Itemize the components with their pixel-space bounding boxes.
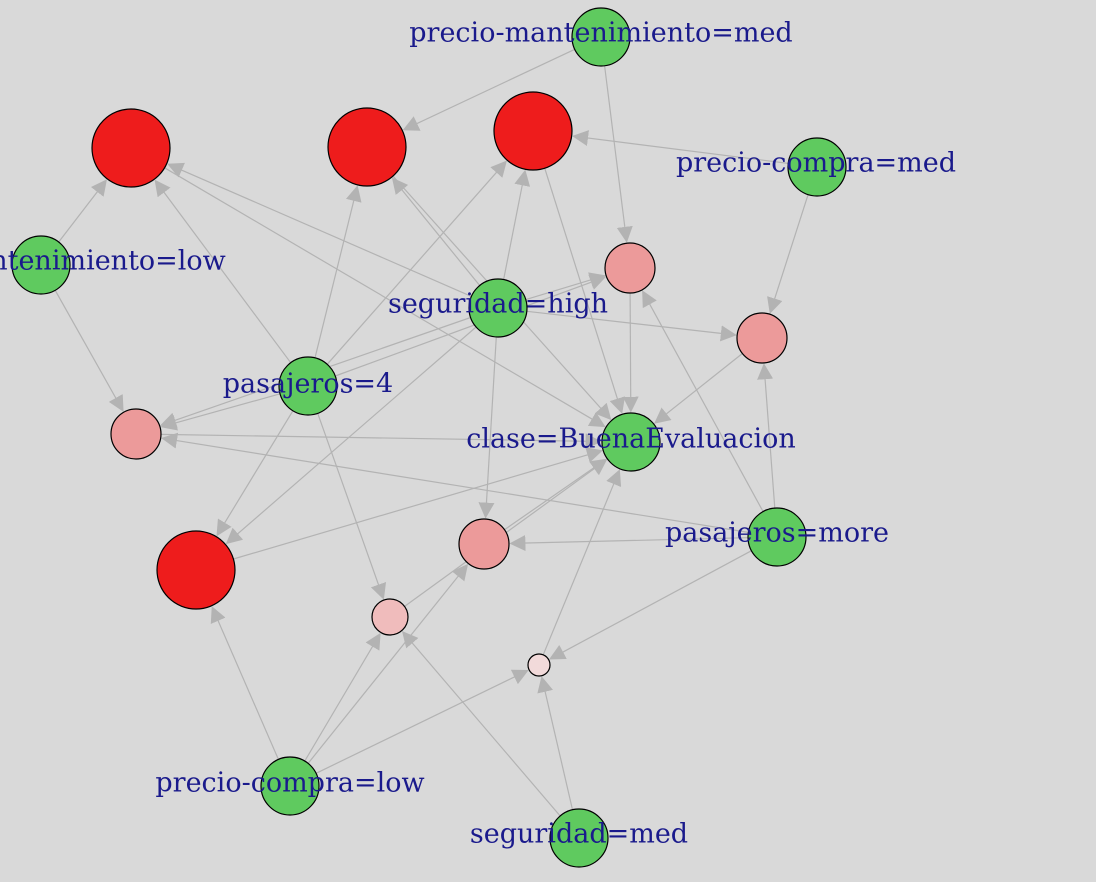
node-label-seg_med: seguridad=med <box>470 819 688 850</box>
edge-pas_4-to-r1 <box>154 179 292 364</box>
edge-pas_4-to-r3 <box>326 160 507 365</box>
item-node-pas_4[interactable] <box>278 356 338 416</box>
node-label-mant_med: precio-mantenimiento=med <box>409 18 792 49</box>
edge-compra_low-to-r8 <box>307 563 469 764</box>
edge-seg_high-to-r1 <box>167 162 472 297</box>
rule-node-r1[interactable] <box>91 108 171 188</box>
edge-seg_high-to-r3 <box>503 169 531 280</box>
item-node-mant_med[interactable] <box>571 7 631 67</box>
item-node-pas_more[interactable] <box>747 507 807 567</box>
rule-node-r3[interactable] <box>493 91 573 171</box>
item-node-seg_high[interactable] <box>468 278 528 338</box>
node-label-pas_4: pasajeros=4 <box>223 369 394 400</box>
edge-pas_more-to-r6 <box>757 363 776 509</box>
edge-pas_more-to-r10 <box>548 550 752 660</box>
edge-mant_low-to-r1 <box>58 179 107 243</box>
edges-layer <box>54 48 809 817</box>
edge-pas_more-to-r8 <box>509 535 749 552</box>
rule-node-r10[interactable] <box>527 653 551 677</box>
edge-pas_4-to-r7 <box>160 393 281 431</box>
rule-node-r8[interactable] <box>458 518 510 570</box>
labels-layer: precio-mantenimiento=med precio-compra=me… <box>0 18 956 850</box>
node-label-compra_low: precio-compra=low <box>155 768 424 799</box>
rule-node-r7[interactable] <box>110 408 162 460</box>
node-label-pas_more: pasajeros=more <box>665 518 889 549</box>
edge-r5-to-clase <box>622 292 639 413</box>
edge-seg_med-to-r10 <box>537 676 574 810</box>
edge-r4-to-clase <box>233 447 603 560</box>
item-node-compra_low[interactable] <box>260 756 320 816</box>
edge-compra_low-to-r9 <box>304 632 381 762</box>
rule-node-r5[interactable] <box>604 242 656 294</box>
node-label-compra_med: precio-compra=med <box>676 148 956 179</box>
edge-seg_high-to-r4 <box>225 326 477 545</box>
item-node-compra_med[interactable] <box>787 137 847 197</box>
edge-pas_4-to-r2 <box>314 185 362 358</box>
edge-compra_med-to-r3 <box>572 130 789 164</box>
edge-pas_4-to-r4 <box>216 410 294 537</box>
edge-compra_med-to-r6 <box>767 194 809 314</box>
edge-seg_high-to-r6 <box>526 310 737 342</box>
rule-node-r6[interactable] <box>736 312 788 364</box>
edge-pas_4-to-r5 <box>334 274 607 377</box>
edge-compra_low-to-r4 <box>210 606 279 760</box>
rule-node-r2[interactable] <box>327 107 407 187</box>
edge-mant_low-to-r7 <box>54 290 124 412</box>
item-node-clase[interactable] <box>601 412 661 472</box>
edge-r8-to-clase <box>504 458 607 531</box>
edge-seg_med-to-r9 <box>401 630 561 817</box>
edge-r3-to-clase <box>544 168 625 414</box>
node-label-clase: clase=BuenaEvaluacion <box>466 424 796 455</box>
edge-r6-to-clase <box>654 353 743 424</box>
rule-node-r9[interactable] <box>371 598 409 636</box>
item-node-mant_low[interactable] <box>11 235 71 295</box>
edge-seg_high-to-r2 <box>391 177 481 286</box>
edge-compra_low-to-r10 <box>315 669 529 774</box>
edge-r1-to-clase <box>164 167 606 428</box>
edge-r10-to-clase <box>542 469 622 656</box>
edge-pas_more-to-r7 <box>161 432 749 533</box>
edge-seg_high-to-r8 <box>478 336 497 519</box>
edge-mant_med-to-r2 <box>402 48 576 131</box>
node-label-mant_low: ntenimiento=low <box>0 246 226 277</box>
edge-pas_4-to-r9 <box>317 413 387 600</box>
edge-pas_more-to-r5 <box>642 290 764 512</box>
rule-node-r4[interactable] <box>156 530 236 610</box>
edge-r7-to-clase <box>160 433 602 450</box>
nodes-layer <box>11 7 847 868</box>
edge-mant_med-to-r5 <box>604 65 633 243</box>
node-label-seg_high: seguridad=high <box>388 289 608 320</box>
item-node-seg_med[interactable] <box>549 808 609 868</box>
